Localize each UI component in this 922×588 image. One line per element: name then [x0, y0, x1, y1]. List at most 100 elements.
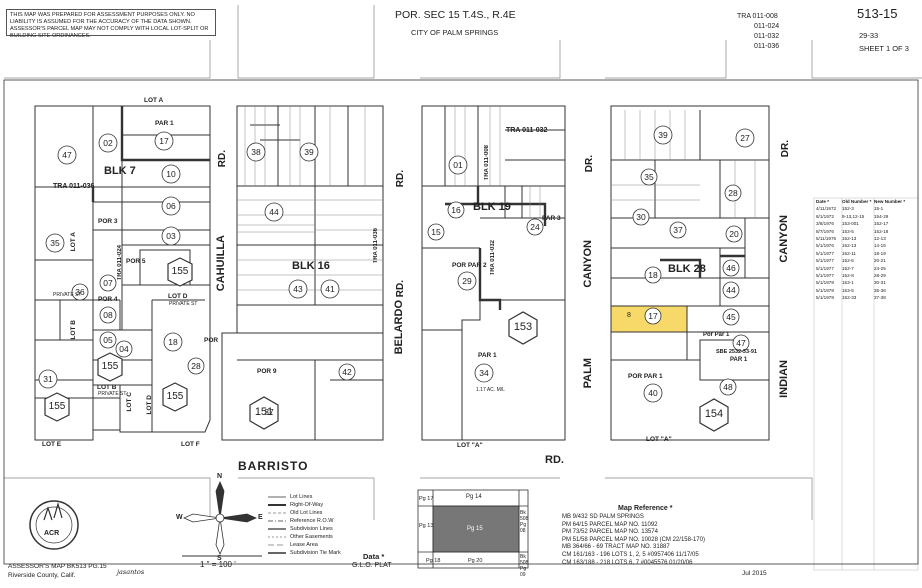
- parcel-number: 45: [726, 312, 736, 322]
- parcel-number: 35: [644, 172, 654, 182]
- parcel-number: 36: [75, 287, 85, 297]
- por-3: POR 3: [98, 218, 118, 225]
- index-bk508-08: Bk 508 Pg 08: [520, 510, 529, 534]
- change-table-cell: 5/1/1977: [816, 273, 834, 279]
- private-st-1: PRIVATE ST: [53, 292, 82, 298]
- street-barristo: BARRISTO: [238, 459, 309, 473]
- change-table-cell: 5/1/1978: [816, 295, 834, 301]
- parcel-number: 28: [728, 188, 738, 198]
- parcel-number: 30: [636, 212, 646, 222]
- lot-a-top: LOT A: [144, 97, 164, 104]
- legend-item: Subdivision Tie Mark: [290, 550, 341, 556]
- street-belardo: BELARDO: [393, 300, 405, 355]
- change-table-cell: Old Number *: [842, 199, 872, 204]
- change-table-cell: 153-5: [842, 287, 854, 293]
- lot-e: LOT E: [42, 441, 62, 448]
- parcel-number: 18: [168, 337, 178, 347]
- parcel-number: 28: [191, 361, 201, 371]
- parcel-number: 38: [251, 147, 261, 157]
- por-9: POR 9: [257, 368, 277, 375]
- tra-008-label: TRA 011-008: [484, 145, 490, 181]
- parcel-number: 29: [462, 276, 472, 286]
- compass-e: E: [258, 514, 263, 521]
- parcel-number: 07: [103, 278, 113, 288]
- disclaimer-text: THIS MAP WAS PREPARED FOR ASSESSMENT PUR…: [10, 12, 209, 39]
- assessor-seal: [29, 500, 79, 550]
- street-cahuilla: CAHUILLA: [215, 235, 227, 292]
- change-table-cell: 30-31: [874, 280, 886, 286]
- map-date: Jul 2015: [742, 570, 767, 577]
- data-value: G.L.O. PLAT: [352, 562, 392, 569]
- parcel-number: 37: [264, 407, 274, 417]
- lot-b-left: LOT B: [70, 320, 77, 340]
- por-par-1-a: POR PAR 1: [628, 373, 663, 380]
- legend-item: Reference R.O.W: [290, 518, 334, 524]
- tra-item: 011-032: [754, 33, 780, 40]
- seal-text: ACR: [44, 530, 60, 537]
- map-reference-line: PM 64/15 PARCEL MAP NO. 11092: [562, 521, 658, 528]
- parcel-number: 15: [431, 227, 441, 237]
- change-table-cell: 152-8: [842, 273, 854, 279]
- tra-032-vertical: TRA 011-032: [490, 240, 496, 276]
- index-pg18: Pg 18: [426, 558, 441, 564]
- legend-item: Old Lot Lines: [290, 510, 323, 516]
- parcel-number: 04: [119, 344, 129, 354]
- parcel-number: 44: [269, 207, 279, 217]
- change-table-cell: 5/11/1976: [816, 236, 837, 242]
- sheet-number: SHEET 1 OF 3: [859, 44, 909, 53]
- par-3: PAR 3: [542, 215, 561, 222]
- tra-item: 011-036: [754, 43, 780, 50]
- change-table-cell: 152-18: [874, 228, 889, 234]
- hex-154: 154: [704, 408, 724, 420]
- lot-c: LOT C: [126, 392, 133, 412]
- change-table-cell: 8/1/1972: [816, 213, 834, 219]
- tra-item: 011-024: [754, 23, 780, 30]
- disclaimer-box: THIS MAP WAS PREPARED FOR ASSESSMENT PUR…: [6, 9, 216, 39]
- parcel-number: 47: [62, 150, 72, 160]
- parcel-number: 18: [648, 270, 658, 280]
- street-palm: PALM: [582, 358, 594, 389]
- por-5: POR 5: [126, 258, 146, 265]
- index-pg20: Pg 20: [468, 558, 483, 564]
- index-pg17: Pg 17: [419, 496, 434, 502]
- index-pg14: Pg 14: [466, 494, 482, 500]
- par-1-blk7: PAR 1: [155, 120, 174, 127]
- signature: jasantos: [117, 568, 145, 576]
- change-table-cell: 5/1/1977: [816, 258, 834, 264]
- private-st-3: PRIVATE ST: [98, 391, 127, 397]
- por-4: POR 4: [98, 296, 118, 303]
- parcel-number: 43: [293, 284, 303, 294]
- tra-list: TRA 011-008 011-024 011-032 011-036: [737, 12, 779, 52]
- change-table-row: Date *Old Number *New Number *: [816, 198, 918, 205]
- parcel-number: 01: [453, 160, 463, 170]
- parcel-number: 20: [729, 229, 739, 239]
- change-table-cell: 3/8/1976: [816, 221, 834, 227]
- map-reference-title: Map Reference *: [618, 505, 673, 512]
- street-palm-dr: DR.: [584, 155, 595, 173]
- street-indian-dr: DR.: [780, 140, 791, 158]
- lot-d-top: LOT D: [168, 293, 188, 300]
- change-table-cell: 4/11/1972: [816, 206, 837, 212]
- city-label: CITY OF PALM SPRINGS: [411, 28, 499, 37]
- change-table-cell: 12-13: [874, 236, 886, 242]
- legend-item: Right-Of-Way: [290, 502, 324, 508]
- parcel-number: 47: [736, 338, 746, 348]
- change-table-cell: 5/1/1978: [816, 280, 834, 286]
- hex-155-d: 155: [166, 391, 184, 402]
- change-table-cell: 5/1/1977: [816, 265, 834, 271]
- parcel-number: 17: [159, 136, 169, 146]
- map-reference-line: MB 9/432 SD PALM SPRINGS: [562, 514, 644, 520]
- por-par-2: POR PAR 2: [452, 262, 487, 269]
